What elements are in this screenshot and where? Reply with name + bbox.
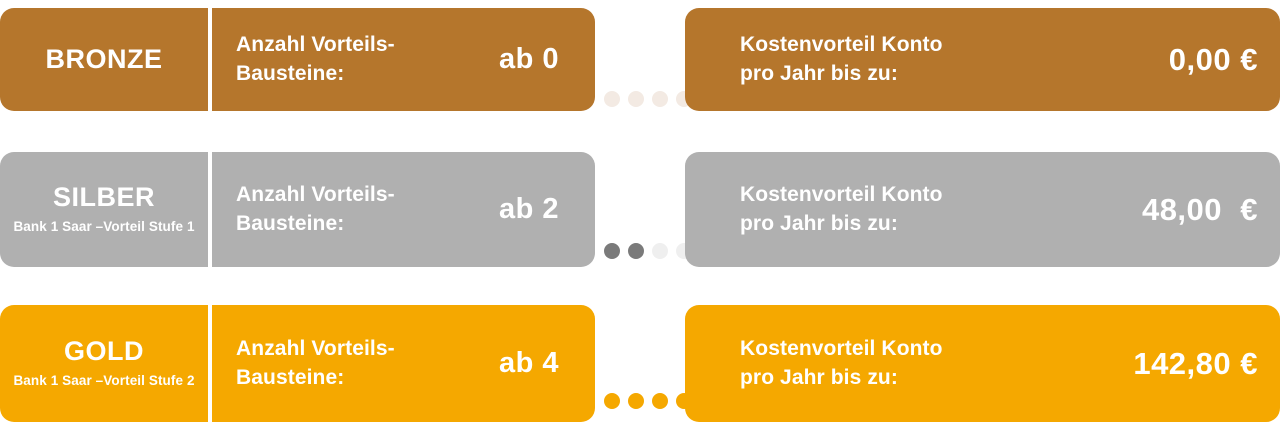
tier-subtitle: Bank 1 Saar –Vorteil Stufe 2	[13, 373, 195, 389]
criteria-label: Anzahl Vorteils- Bausteine:	[236, 183, 395, 235]
tier-left-group-gold: GOLD Bank 1 Saar –Vorteil Stufe 2 Anzahl…	[0, 305, 595, 422]
tier-row-bronze: BRONZE Anzahl Vorteils- Bausteine: ab 0 …	[0, 8, 1280, 111]
connector-dot	[652, 243, 668, 259]
connector-dot	[628, 91, 644, 107]
connector-dot	[604, 243, 620, 259]
connector-dot	[628, 393, 644, 409]
tier-name: SILBER	[52, 181, 155, 212]
tier-badge-gold: GOLD Bank 1 Saar –Vorteil Stufe 2	[0, 305, 208, 422]
tier-benefit-bronze: Kostenvorteil Konto pro Jahr bis zu: 0,0…	[685, 8, 1280, 111]
connector-dot	[628, 243, 644, 259]
benefit-value: 142,80 €	[1133, 345, 1258, 381]
tier-name: GOLD	[64, 335, 144, 366]
tier-benefit-gold: Kostenvorteil Konto pro Jahr bis zu: 142…	[685, 305, 1280, 422]
tier-row-silber: SILBER Bank 1 Saar –Vorteil Stufe 1 Anza…	[0, 152, 1280, 267]
tier-row-gold: GOLD Bank 1 Saar –Vorteil Stufe 2 Anzahl…	[0, 305, 1280, 422]
connector-dots-gold	[604, 393, 692, 409]
connector-dot	[604, 393, 620, 409]
tier-badge-bronze: BRONZE	[0, 8, 208, 111]
connector-dots-silber	[604, 243, 692, 259]
tier-criteria-gold: Anzahl Vorteils- Bausteine: ab 4	[212, 305, 595, 422]
criteria-label: Anzahl Vorteils- Bausteine:	[236, 33, 395, 85]
connector-dots-bronze	[604, 91, 692, 107]
benefit-value: 0,00 €	[1168, 41, 1258, 77]
benefit-label: Kostenvorteil Konto pro Jahr bis zu:	[740, 33, 943, 85]
criteria-value: ab 2	[498, 193, 559, 225]
tier-criteria-bronze: Anzahl Vorteils- Bausteine: ab 0	[212, 8, 595, 111]
badge-divider	[208, 8, 212, 111]
tier-left-group-silber: SILBER Bank 1 Saar –Vorteil Stufe 1 Anza…	[0, 152, 595, 267]
tier-benefit-silber: Kostenvorteil Konto pro Jahr bis zu: 48,…	[685, 152, 1280, 267]
criteria-value: ab 4	[498, 347, 559, 379]
connector-dot	[652, 91, 668, 107]
tier-badge-silber: SILBER Bank 1 Saar –Vorteil Stufe 1	[0, 152, 208, 267]
badge-divider	[208, 305, 212, 422]
badge-divider	[208, 152, 212, 267]
criteria-value: ab 0	[498, 43, 559, 75]
connector-dot	[652, 393, 668, 409]
tier-criteria-silber: Anzahl Vorteils- Bausteine: ab 2	[212, 152, 595, 267]
tier-name: BRONZE	[45, 43, 163, 74]
tier-left-group-bronze: BRONZE Anzahl Vorteils- Bausteine: ab 0	[0, 8, 595, 111]
tier-subtitle: Bank 1 Saar –Vorteil Stufe 1	[13, 219, 195, 235]
criteria-label: Anzahl Vorteils- Bausteine:	[236, 337, 395, 389]
connector-dot	[604, 91, 620, 107]
benefit-value: 48,00 €	[1141, 191, 1258, 227]
benefit-label: Kostenvorteil Konto pro Jahr bis zu:	[740, 337, 943, 389]
benefit-label: Kostenvorteil Konto pro Jahr bis zu:	[740, 183, 943, 235]
